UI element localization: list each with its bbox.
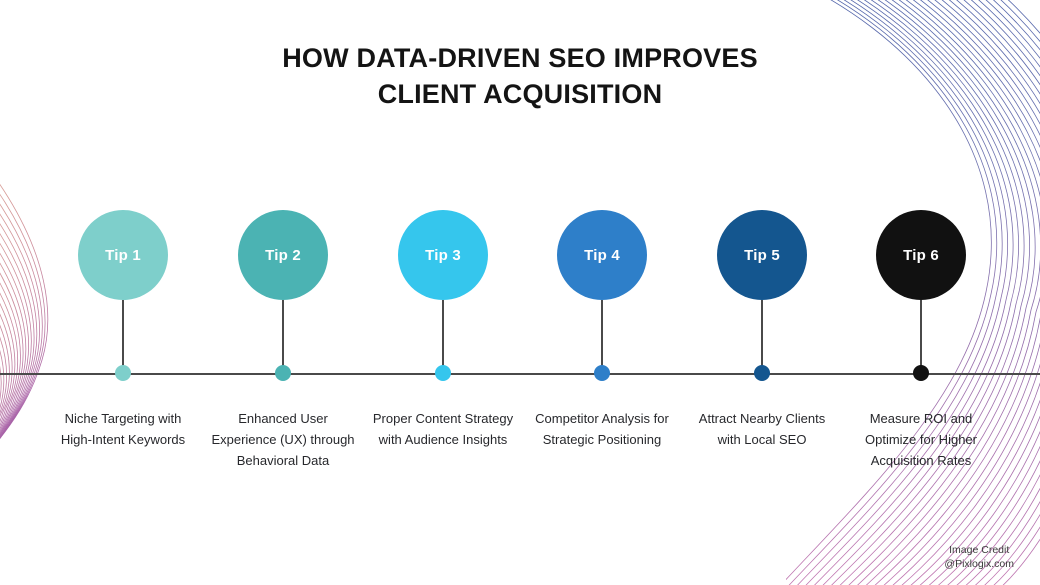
step-caption-2: Enhanced User Experience (UX) through Be… [211, 411, 355, 468]
step-node-1 [115, 365, 131, 381]
timeline-axis [0, 373, 1040, 375]
step-caption-1: Niche Targeting with High-Intent Keyword… [60, 411, 186, 447]
step-connector-2 [282, 300, 284, 373]
page-title: HOW DATA-DRIVEN SEO IMPROVES CLIENT ACQU… [0, 40, 1040, 112]
step-badge-4[interactable]: Tip 4 [557, 210, 647, 300]
step-connector-1 [122, 300, 124, 373]
step-connector-6 [920, 300, 922, 373]
timeline-step-3[interactable]: Tip 3 Proper Content Strategy with Audie… [363, 0, 523, 585]
step-badge-5[interactable]: Tip 5 [717, 210, 807, 300]
step-badge-1[interactable]: Tip 1 [78, 210, 168, 300]
step-connector-3 [442, 300, 444, 373]
image-credit-line-1: Image Credit [949, 544, 1010, 556]
step-badge-label-3: Tip 3 [425, 246, 461, 264]
step-caption-6: Measure ROI and Optimize for Higher Acqu… [865, 411, 977, 468]
step-node-2 [275, 365, 291, 381]
image-credit-line-2: @Pixlogix.com [944, 558, 1014, 570]
page-title-line-2: CLIENT ACQUISITION [377, 79, 663, 109]
step-node-4 [594, 365, 610, 381]
step-badge-2[interactable]: Tip 2 [238, 210, 328, 300]
timeline-step-2[interactable]: Tip 2 Enhanced User Experience (UX) thro… [203, 0, 363, 585]
step-badge-label-5: Tip 5 [744, 246, 780, 264]
step-badge-label-4: Tip 4 [584, 246, 620, 264]
step-badge-label-6: Tip 6 [903, 246, 939, 264]
step-connector-4 [601, 300, 603, 373]
image-credit: Image Credit @Pixlogix.com [944, 543, 1014, 571]
step-badge-label-2: Tip 2 [265, 246, 301, 264]
timeline-step-1[interactable]: Tip 1 Niche Targeting with High-Intent K… [43, 0, 203, 585]
page-title-line-1: HOW DATA-DRIVEN SEO IMPROVES [282, 43, 758, 73]
timeline-step-6[interactable]: Tip 6 Measure ROI and Optimize for Highe… [841, 0, 1001, 585]
step-node-6 [913, 365, 929, 381]
step-connector-5 [761, 300, 763, 373]
step-node-3 [435, 365, 451, 381]
step-badge-3[interactable]: Tip 3 [398, 210, 488, 300]
step-badge-label-1: Tip 1 [105, 246, 141, 264]
step-caption-3: Proper Content Strategy with Audience In… [372, 411, 514, 447]
step-badge-6[interactable]: Tip 6 [876, 210, 966, 300]
timeline-step-4[interactable]: Tip 4 Competitor Analysis for Strategic … [522, 0, 682, 585]
timeline-step-5[interactable]: Tip 5 Attract Nearby Clients with Local … [682, 0, 842, 585]
step-caption-4: Competitor Analysis for Strategic Positi… [535, 411, 669, 447]
step-node-5 [754, 365, 770, 381]
step-caption-5: Attract Nearby Clients with Local SEO [698, 411, 826, 447]
